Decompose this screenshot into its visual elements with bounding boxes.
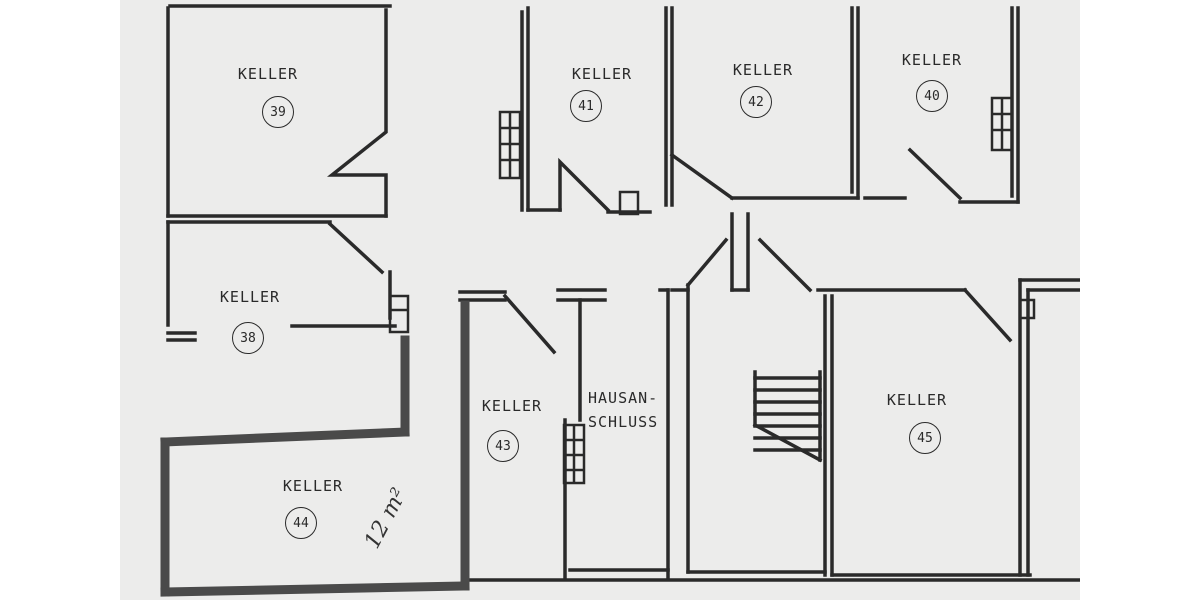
room-41-label: KELLER — [571, 65, 633, 83]
room-38-label: KELLER — [219, 288, 281, 306]
room-40-label: KELLER — [901, 51, 963, 69]
room-39-number: 39 — [262, 96, 294, 128]
room-43-number: 43 — [487, 430, 519, 462]
room-44-number: 44 — [285, 507, 317, 539]
room-44-label: KELLER — [282, 477, 344, 495]
room-41-number: 41 — [570, 90, 602, 122]
room-40-number: 40 — [916, 80, 948, 112]
room-43-label: KELLER — [481, 397, 543, 415]
floor-plan-sheet: KELLER 39 KELLER 41 KELLER 42 KELLER 40 … — [120, 0, 1080, 600]
room-45-label: KELLER — [886, 391, 948, 409]
floor-plan-walls — [160, 4, 1080, 597]
room-42-label: KELLER — [732, 61, 794, 79]
hausanschluss-label-line1: HAUSAN- — [588, 389, 659, 407]
room-45-number: 45 — [909, 422, 941, 454]
hausanschluss-label-line2: SCHLUSS — [588, 413, 659, 431]
room-39-label: KELLER — [237, 65, 299, 83]
room-42-number: 42 — [740, 86, 772, 118]
room-38-number: 38 — [232, 322, 264, 354]
